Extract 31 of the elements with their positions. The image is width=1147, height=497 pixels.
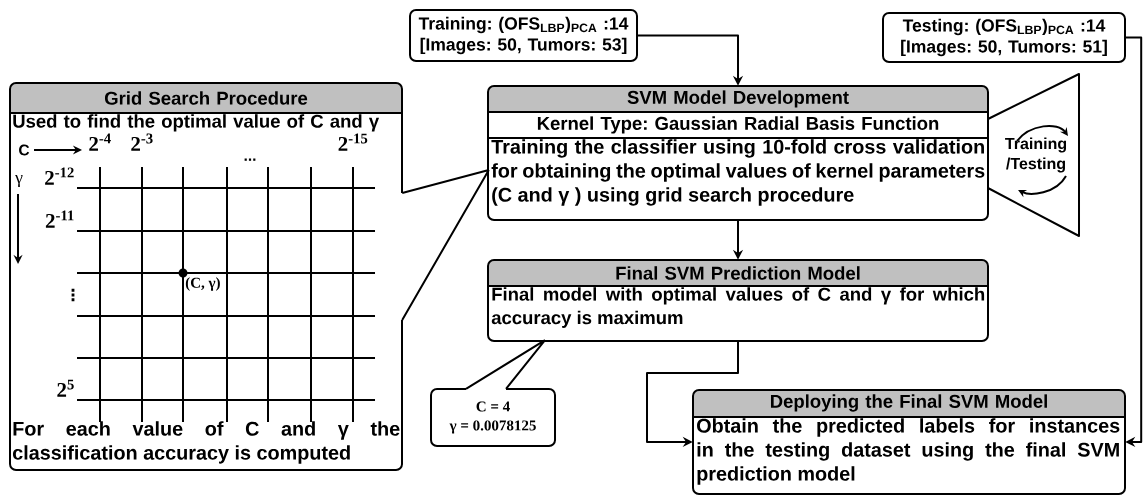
tick-label: 2$^{-3}$ <box>131 133 153 151</box>
callout-box: C = 4 γ = 0.0078125 <box>430 388 556 447</box>
body-text: Training the classifier using 10-fold cross validation for obtaining the optimal values of kernel parameters (C and γ ) using grid search procedure <box>491 139 985 206</box>
callout-pointer <box>401 169 490 321</box>
axis-label: γ <box>15 174 23 188</box>
tick-label: 2$^{-12}$ <box>45 167 74 185</box>
body-text: Kernel Type: Gaussian Radial Basis Function <box>537 116 939 134</box>
ellipsis: ... <box>244 158 256 161</box>
process-box <box>487 85 989 221</box>
heading-text: Final SVM Prediction Model <box>616 266 860 280</box>
arrow <box>1125 36 1143 448</box>
ellipsis: ⋮ <box>71 288 75 302</box>
body-text: For each value of C and γ the classification accuracy is computed <box>13 421 400 464</box>
input-box: Training: (OFS$_{LBP}$)$_{PCA}$ :14 [Images: 50, Tumors: 53] <box>409 9 638 62</box>
process-box <box>692 389 1126 495</box>
tick-label: 2$^{5}$ <box>57 379 74 397</box>
heading-text: Deploying the Final SVM Model <box>771 394 1047 412</box>
body-text: Final model with optimal values of C and γ for which accuracy is maximum <box>491 287 985 328</box>
tick-label: 2$^{-4}$ <box>89 133 111 151</box>
callout-pointer <box>465 339 546 390</box>
process-box <box>487 259 989 342</box>
tick-label: 2$^{-11}$ <box>45 210 74 228</box>
point-label: (C, γ) <box>185 277 220 291</box>
callout-panel <box>9 82 403 471</box>
tick-label: 2$^{-15}$ <box>338 133 368 151</box>
heading-text: Grid Search Procedure <box>105 91 308 105</box>
axis-label: C <box>19 144 30 156</box>
body-text: Used to find the optimal value of C and γ <box>13 114 380 132</box>
input-box: Testing: (OFS$_{LBP}$)$_{PCA}$ :14 [Images: 50, Tumors: 51] <box>882 12 1126 63</box>
body-text: Obtain the predicted labels for instances in the testing dataset using the final SVM prediction model <box>697 418 1120 485</box>
heading-text: SVM Model Development <box>627 90 849 108</box>
